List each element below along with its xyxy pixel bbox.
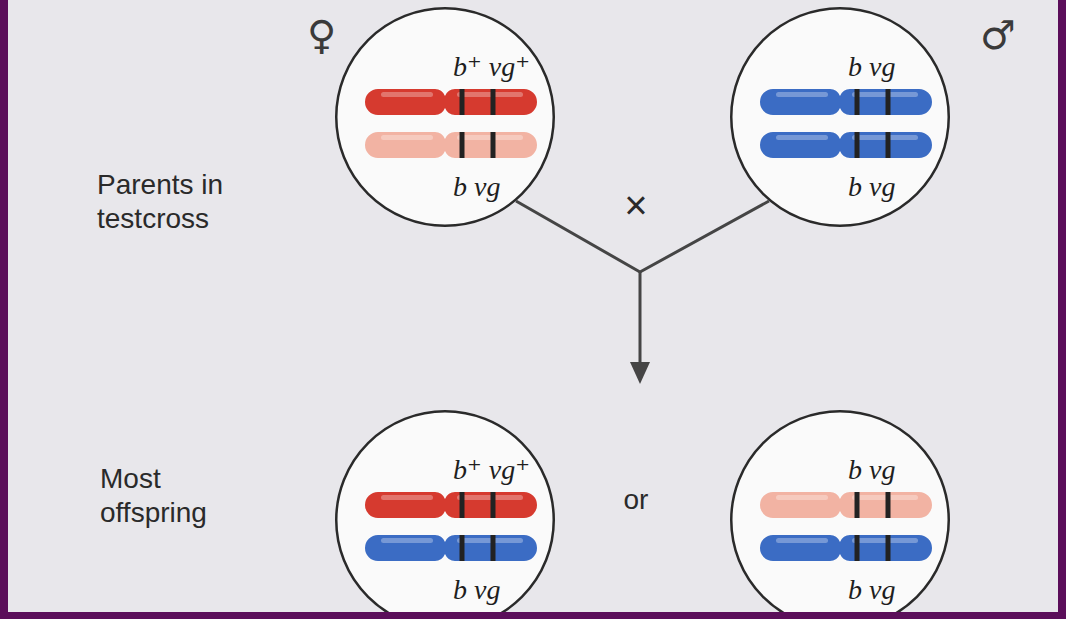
allele-label: b⁺ vg⁺: [453, 456, 530, 484]
gene-bands: [381, 535, 523, 561]
chromosome: [365, 89, 537, 115]
arrow-head: [630, 362, 650, 384]
chromosome: [760, 535, 932, 561]
circle-shape: [731, 411, 949, 612]
chromosome: [365, 535, 537, 561]
circle-shape: [731, 8, 949, 226]
gene-bands: [776, 89, 918, 115]
gene-bands: [381, 492, 523, 518]
allele-label: b vg: [453, 173, 500, 201]
chromosome: [760, 89, 932, 115]
chromosome: [760, 492, 932, 518]
arrow-shaft: [639, 272, 642, 366]
gene-bands: [776, 492, 918, 518]
chromosome: [365, 492, 537, 518]
allele-label: b vg: [848, 53, 895, 81]
allele-label: b vg: [848, 173, 895, 201]
circle-outline: [730, 7, 950, 227]
chromosome-circle: ♀b⁺ vg⁺b vg: [335, 7, 555, 227]
generation-label: Parents in testcross: [97, 168, 272, 235]
chromosome-circle: ♂b vgb vg: [730, 7, 950, 227]
allele-label: b vg: [453, 576, 500, 604]
cross-arrow: [516, 201, 769, 384]
sex-symbol: ♂: [980, 15, 1016, 55]
gene-bands: [381, 89, 523, 115]
sex-symbol: ♀: [307, 15, 336, 55]
allele-label: b vg: [848, 576, 895, 604]
chromosome: [760, 132, 932, 158]
gene-bands: [776, 535, 918, 561]
circle-shape: [336, 8, 554, 226]
conjunction-label: or: [624, 486, 649, 514]
generation-label: Most offspring: [100, 462, 240, 529]
figure-panel: ♀ b⁺ vg⁺ b vg ♂ b vg b vg b⁺ vg⁺ b vg b vg b vg Pa…: [8, 0, 1058, 612]
allele-label: b vg: [848, 456, 895, 484]
gene-bands: [776, 132, 918, 158]
allele-label: b⁺ vg⁺: [453, 53, 530, 81]
gene-bands: [381, 132, 523, 158]
cross-sign: ×: [624, 185, 647, 225]
circle-shape: [336, 411, 554, 612]
chromosome: [365, 132, 537, 158]
circle-outline: [335, 7, 555, 227]
